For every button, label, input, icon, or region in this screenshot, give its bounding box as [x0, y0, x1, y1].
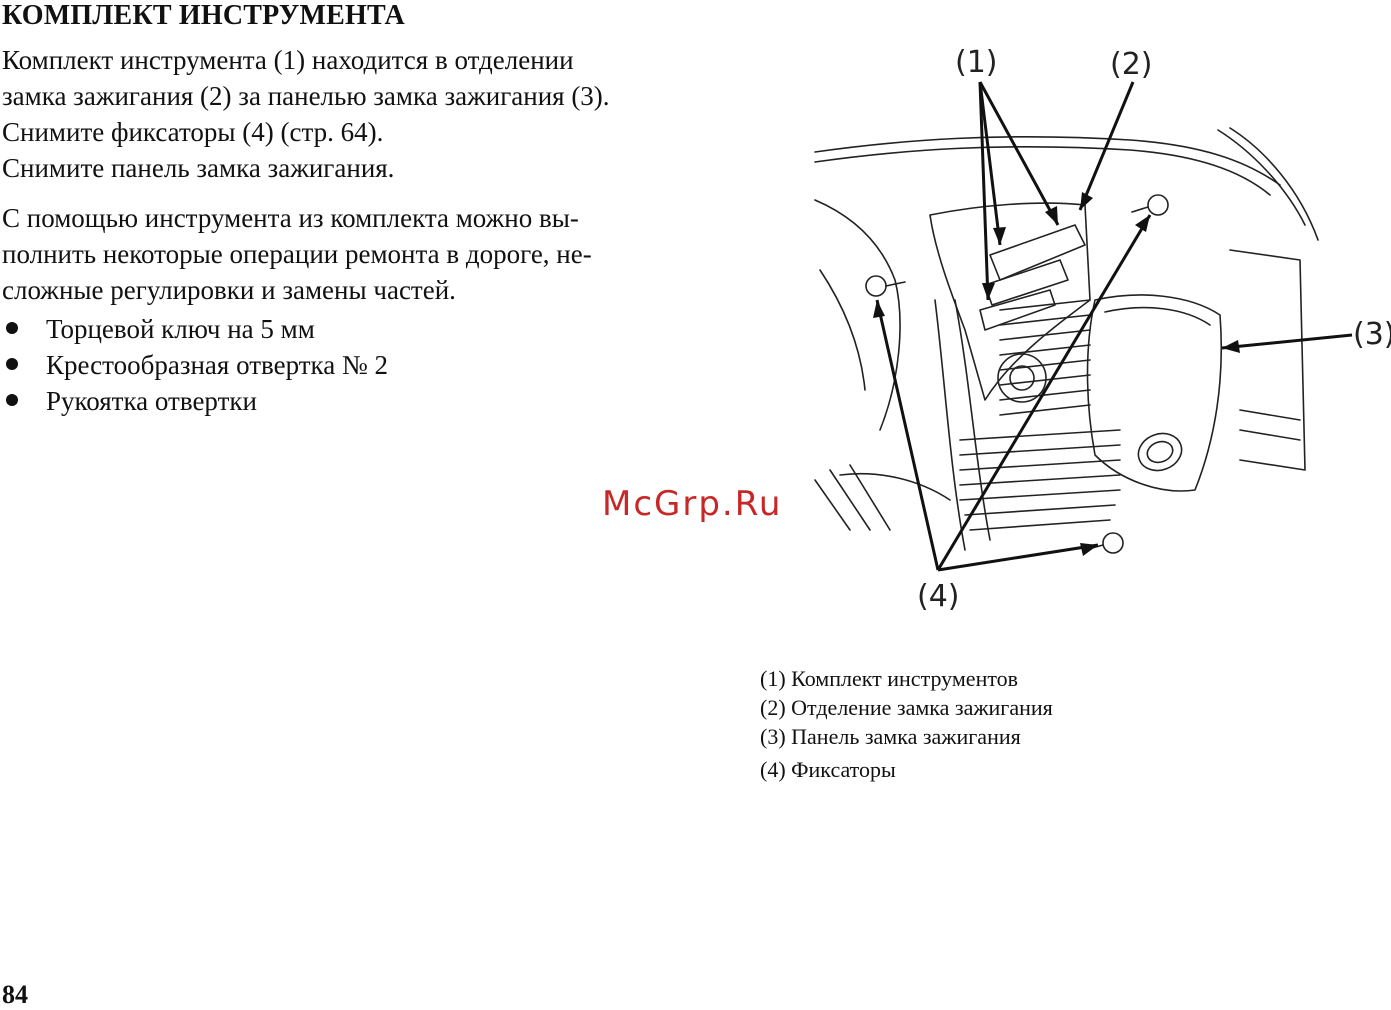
watermark: McGrp.Ru: [602, 484, 783, 524]
ignition-compartment-illustration: (1) (2) (3) (4): [814, 45, 1391, 614]
usage-line: С помощью инструмента из комплекта можно…: [2, 203, 579, 233]
intro-line: Снимите фиксаторы (4) (стр. 64).: [2, 117, 384, 147]
motorcycle-drawing: [814, 127, 1319, 554]
legend-item: (4) Фиксаторы: [760, 757, 896, 782]
arrowheads: [873, 192, 1240, 556]
intro-line: замка зажигания (2) за панелью замка заж…: [2, 81, 610, 111]
leader-lines: [875, 81, 1353, 572]
tool-label: Крестообразная отвертка № 2: [46, 350, 388, 380]
legend-item: (3) Панель замка зажигания: [760, 724, 1021, 749]
usage-line: полнить некоторые операции ремонта в дор…: [2, 239, 592, 269]
tool-list-item: Торцевой ключ на 5 мм: [2, 311, 388, 347]
bullet-icon: [6, 322, 18, 334]
tool-label: Рукоятка отвертки: [46, 386, 257, 416]
tool-list-item: Крестообразная отвертка № 2: [2, 347, 388, 383]
intro-paragraph: Комплект инструмента (1) находится в отд…: [2, 42, 610, 186]
tool-list-item: Рукоятка отвертки: [2, 383, 388, 419]
intro-line: Комплект инструмента (1) находится в отд…: [2, 45, 574, 75]
page-title: КОМПЛЕКТ ИНСТРУМЕНТА: [2, 0, 405, 31]
legend-item: (1) Комплект инструментов: [760, 666, 1019, 691]
page-number: 84: [2, 980, 28, 1009]
callout-tool-kit: (1): [955, 45, 998, 80]
tool-label: Торцевой ключ на 5 мм: [46, 314, 315, 344]
intro-line: Снимите панель замка зажигания.: [2, 153, 395, 183]
usage-paragraph: С помощью инструмента из комплекта можно…: [2, 200, 592, 308]
figure-legend: (1) Комплект инструментов (2) Отделение …: [760, 664, 1053, 784]
bullet-icon: [6, 394, 18, 406]
tool-list: Торцевой ключ на 5 мм Крестообразная отв…: [2, 311, 388, 419]
bullet-icon: [6, 358, 18, 370]
callout-panel: (3): [1353, 317, 1391, 352]
legend-item: (2) Отделение замка зажигания: [760, 695, 1053, 720]
callout-fasteners: (4): [917, 579, 960, 614]
usage-line: сложные регулировки и замены частей.: [2, 275, 456, 305]
callout-compartment: (2): [1110, 47, 1153, 82]
